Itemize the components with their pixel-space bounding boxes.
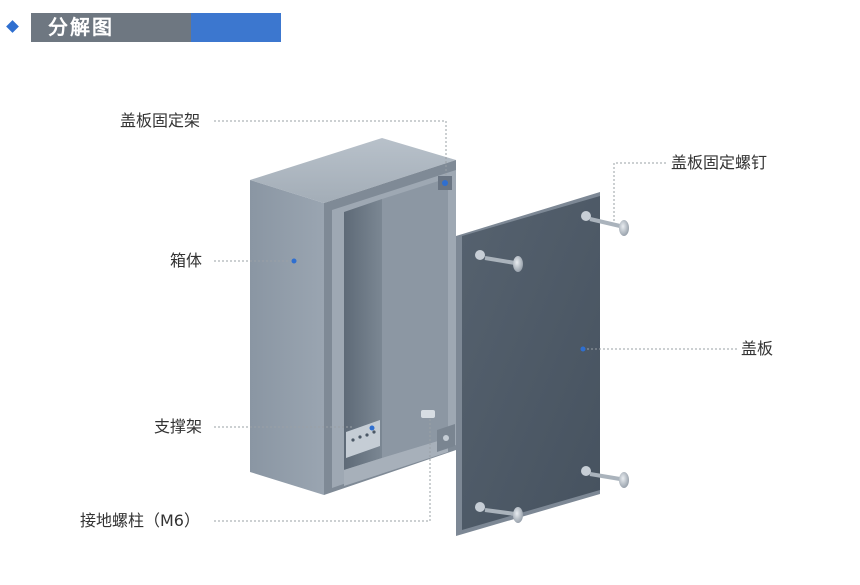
screw-bottom-left xyxy=(484,507,523,523)
support-hole-4 xyxy=(372,430,376,434)
title-background xyxy=(31,13,191,42)
screw-bottom-right xyxy=(589,472,629,488)
cover-hole-bottom-left xyxy=(475,502,485,512)
support-hole-1 xyxy=(351,438,355,442)
leader-cover-screw xyxy=(613,162,666,222)
section-header: 分解图 xyxy=(6,13,281,43)
box-interior-floor xyxy=(344,438,448,486)
cover-plate xyxy=(456,192,600,536)
ground-stud-part xyxy=(421,410,435,418)
box-top-face xyxy=(250,138,456,203)
title-accent-block xyxy=(191,13,281,42)
label-support-frame: 支撑架 xyxy=(154,417,203,436)
label-cover-screw: 盖板固定螺钉 xyxy=(671,153,768,172)
label-ground-stud: 接地螺柱（M6） xyxy=(80,511,200,530)
bracket-hole xyxy=(442,180,448,186)
dot-support-frame xyxy=(369,425,375,431)
bottom-bracket-hole xyxy=(443,435,449,441)
cover-face xyxy=(462,196,600,530)
cover-screws xyxy=(484,217,629,523)
cover-hole-top-left xyxy=(475,250,485,260)
cover-hole-top-right xyxy=(581,211,591,221)
box-interior-back xyxy=(382,178,448,458)
label-box-body: 箱体 xyxy=(170,251,203,270)
screw-top-left xyxy=(484,256,523,272)
support-hole-3 xyxy=(365,433,369,437)
leader-cover-bracket xyxy=(214,120,447,176)
dot-box-body xyxy=(291,258,297,264)
box-body xyxy=(250,138,456,495)
label-cover-bracket: 盖板固定架 xyxy=(120,111,201,130)
leader-ground-stud xyxy=(214,418,431,522)
leader-dots xyxy=(291,258,586,431)
box-interior-left xyxy=(344,199,382,470)
support-hole-2 xyxy=(358,435,362,439)
cover-hole-bottom-right xyxy=(581,466,591,476)
dot-cover xyxy=(580,346,586,352)
box-left-face xyxy=(250,180,324,495)
section-title: 分解图 xyxy=(48,15,114,39)
label-cover: 盖板 xyxy=(741,339,774,358)
screw-top-right xyxy=(589,217,629,236)
leader-lines xyxy=(214,120,737,522)
